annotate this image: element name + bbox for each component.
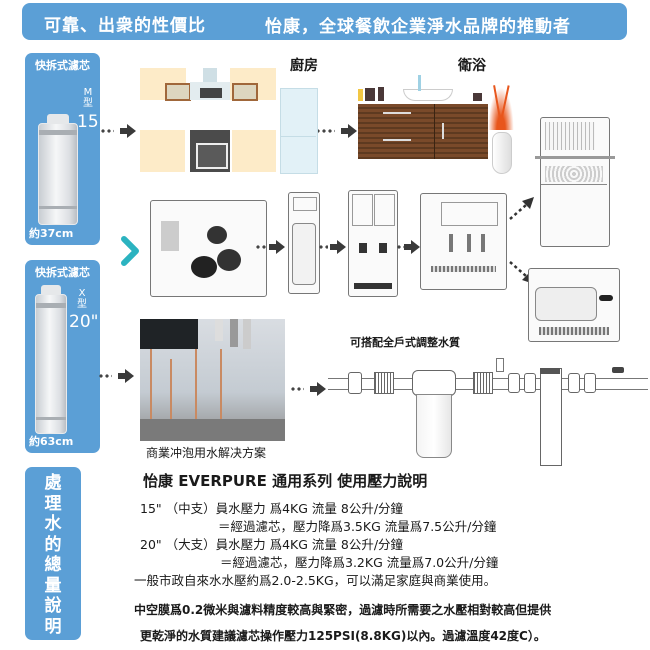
bathroom-illustration [358,75,508,170]
spec-line: 15" （中支）員水壓力 爲4KG 流量 8公升/分鐘 [140,501,404,516]
spec-line: ＝經過濾芯，壓力降爲3.5KG 流量爲7.5公升/分鐘 [218,519,497,534]
spec-footer-line: 更乾淨的水質建議濾芯操作壓力125PSI(8.8KG)以內。過濾溫度42度C）。 [140,629,546,643]
drink-dispenser-illustration [348,190,398,297]
arrow-icon [315,124,357,138]
cartridge-x-header: 快拆式濾芯 [35,266,90,279]
kitchen-illustration [140,68,320,174]
spec-footer-line: 中空膜爲0.2微米與濾料精度較高與緊密，過濾時所需要之水壓相對較高但提供 [134,603,552,617]
whole-house-filter-illustration [328,358,648,470]
espresso-machine-illustration [528,268,620,342]
arrow-icon [290,382,326,396]
whole-house-caption: 可搭配全戶式調整水質 [350,336,460,349]
spec-line: 一般市政自來水水壓約爲2.0-2.5KG，可以滿足家庭與商業使用。 [134,573,497,588]
water-total-vertical-title: 處 理 水 的 總 量 說 明 [44,473,62,637]
spec-line: 20" （大支）員水壓力 爲4KG 流量 8公升/分鐘 [140,537,404,552]
cartridge-m-panel: 快拆式濾芯 M 型 15" 約37cm [25,53,106,245]
cartridge-x-type-suffix: 型 [77,299,87,310]
diagonal-arrow-up-icon [508,195,536,223]
tea-dispenser-illustration [288,192,320,294]
cartridge-x-size: 20" [69,312,99,332]
teal-chevron-icon [120,235,140,267]
arrow-icon [100,124,136,138]
arrow-icon [98,369,134,383]
coffee-brewer-illustration [150,200,267,297]
top-banner: 可靠、出衆的性價比 怡康，全球餐飲企業淨水品牌的推動者 [22,3,627,40]
cartridge-x-panel: 快拆式濾芯 X 型 20" 約63cm [25,260,100,453]
banner-left-text: 可靠、出衆的性價比 [44,16,206,36]
cartridge-x-type: X 型 [77,288,87,310]
vase-plant-illustration [486,80,516,175]
cartridge-m-size: 15" [77,112,107,132]
spec-title: 怡康 EVERPURE 通用系列 使用壓力說明 [143,472,428,490]
banner-right-text: 怡康，全球餐飲企業淨水品牌的推動者 [265,17,571,37]
cartridge-m-header: 快拆式濾芯 [35,59,90,72]
cartridge-x-image [35,285,67,434]
ice-machine-illustration [535,117,615,247]
arrow-icon [255,240,285,254]
kitchen-label: 廚房 [290,58,318,74]
cartridge-x-type-letter: X [78,288,86,299]
cartridge-x-length: 約63cm [29,435,74,448]
arrow-icon [396,240,420,254]
bathroom-label: 衛浴 [458,58,486,74]
commercial-caption: 商業冲泡用水解决方案 [146,446,267,460]
cartridge-m-type: M 型 [83,87,93,109]
soda-fountain-illustration [420,193,507,290]
arrow-icon [318,240,346,254]
water-total-panel: 處 理 水 的 總 量 說 明 [25,467,81,640]
cartridge-m-image [38,114,78,225]
spec-line: ＝經過濾芯，壓力降爲3.2KG 流量爲7.0公升/分鐘 [220,555,499,570]
commercial-water-photo [140,319,285,441]
cartridge-m-type-suffix: 型 [83,98,93,109]
cartridge-m-type-letter: M [83,87,93,98]
cartridge-m-length: 約37cm [29,227,74,240]
